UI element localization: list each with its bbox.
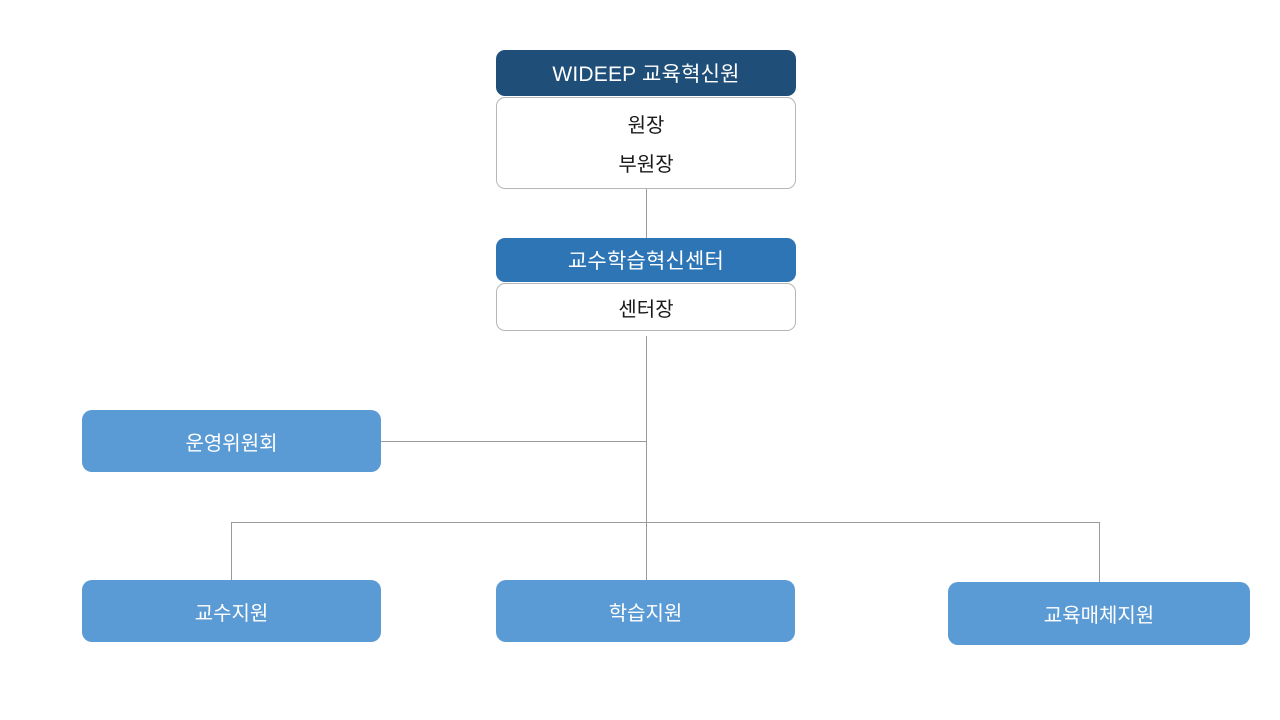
org-role-center-head: 센터장 (618, 298, 674, 321)
connector-to-teaching (231, 522, 232, 580)
connector-units-busbar (231, 522, 1100, 523)
org-node-center-body: 센터장 (496, 283, 796, 331)
org-node-media-support[interactable]: 교육매체지원 (948, 582, 1250, 645)
org-node-learning-support[interactable]: 학습지원 (496, 580, 795, 642)
org-node-center[interactable]: 교수학습혁신센터 센터장 (496, 238, 796, 331)
connector-institute-to-center (646, 188, 647, 238)
org-node-committee[interactable]: 운영위원회 (82, 410, 381, 472)
org-node-learning-support-label: 학습지원 (496, 580, 795, 642)
org-node-media-support-label: 교육매체지원 (948, 582, 1250, 645)
connector-to-media (1099, 522, 1100, 582)
org-node-teaching-support[interactable]: 교수지원 (82, 580, 381, 642)
org-node-committee-label: 운영위원회 (82, 410, 381, 472)
connector-committee-lateral (381, 441, 647, 442)
org-node-institute-body: 원장 부원장 (496, 97, 796, 189)
org-node-teaching-support-label: 교수지원 (82, 580, 381, 642)
org-role-deputy-director: 부원장 (618, 154, 674, 176)
org-node-institute[interactable]: WIDEEP 교육혁신원 원장 부원장 (496, 50, 796, 189)
org-node-center-header: 교수학습혁신센터 (496, 238, 796, 282)
org-node-institute-header: WIDEEP 교육혁신원 (496, 50, 796, 96)
org-role-director: 원장 (627, 115, 665, 137)
connector-center-trunk (646, 336, 647, 580)
